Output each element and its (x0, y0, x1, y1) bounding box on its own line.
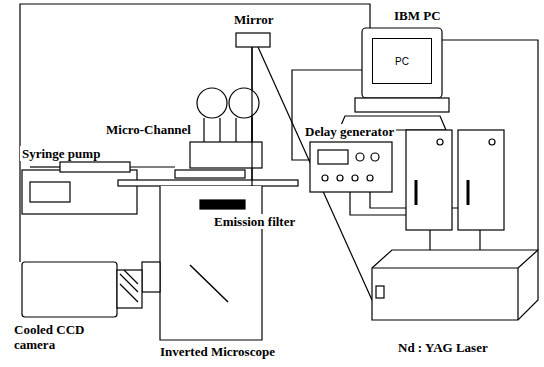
camera-lens (117, 270, 142, 308)
eyepiece (197, 88, 227, 118)
knob (356, 153, 364, 161)
ccd-camera (22, 262, 117, 317)
syringe-pump (22, 170, 137, 214)
part-label: Syringe pump (20, 146, 102, 161)
wire (479, 232, 480, 252)
laser-aperture (376, 286, 384, 298)
laser-edge (372, 250, 538, 320)
microscope-body (160, 186, 262, 340)
part-label: Delay generator (303, 124, 396, 139)
part-label: Nd : YAG Laser (396, 340, 490, 355)
tubing (130, 166, 175, 167)
power-supply (406, 130, 452, 230)
eyepiece (229, 88, 259, 118)
delay-generator (310, 142, 392, 192)
display (30, 182, 70, 202)
wire (429, 232, 430, 252)
plunger (30, 166, 60, 167)
lens-hatch (120, 270, 138, 302)
knob (322, 175, 328, 181)
screen-text: PC (395, 56, 409, 67)
beam (251, 47, 252, 200)
camera-port (142, 262, 160, 292)
emission-filter (200, 200, 245, 209)
display (318, 150, 348, 164)
part-label: Emission filter (212, 214, 297, 229)
beam (251, 47, 252, 200)
eyepiece-tube (204, 118, 252, 142)
knob (489, 139, 495, 145)
knob (371, 153, 379, 161)
monitor-screen: PC (372, 38, 432, 84)
internal-mirror (190, 265, 228, 302)
knob (352, 175, 358, 181)
laser-housing (372, 250, 538, 320)
syringe (60, 162, 130, 172)
knob (337, 175, 343, 181)
computer-base (355, 98, 449, 112)
monitor (362, 28, 442, 98)
part-label: Cooled CCD camera (12, 322, 106, 352)
emission-filter (200, 200, 245, 209)
wire (442, 40, 538, 250)
part-label: Mirror (232, 12, 275, 27)
micro-channel (175, 170, 245, 178)
part-label: Inverted Microscope (158, 344, 277, 359)
knob (367, 175, 373, 181)
knob (437, 139, 443, 145)
microscope-head (190, 142, 262, 168)
part-label: IBM PC (392, 8, 443, 23)
power-supply (458, 130, 504, 230)
mirror (236, 33, 270, 47)
handle (416, 180, 468, 205)
part-label: Micro-Channel (104, 122, 193, 137)
microscope-stage (118, 180, 298, 186)
